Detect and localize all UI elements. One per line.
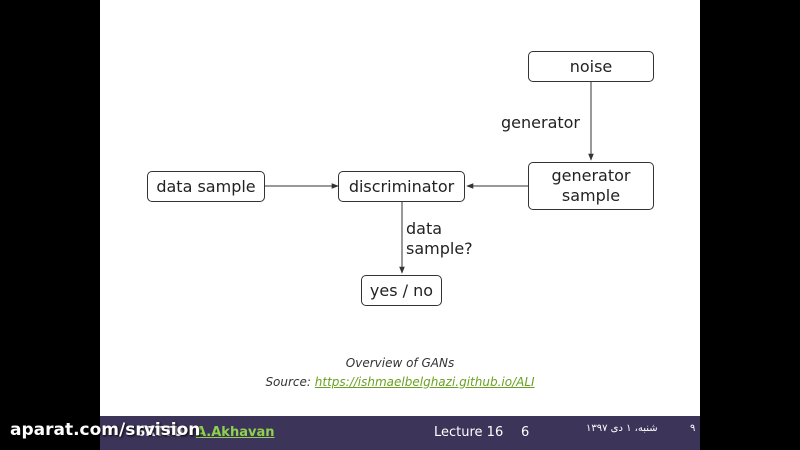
footer-page: 6 (521, 425, 530, 440)
node-noise-label: noise (569, 56, 613, 76)
footer-bar: SRTTU A.Akhavan Lecture 16 6 شنبه، ۱ دی … (100, 416, 700, 450)
caption-source-link[interactable]: https://ishmaelbelghazi.github.io/ALI (314, 375, 535, 389)
node-discriminator: discriminator (338, 171, 465, 202)
node-generator-sample-line2: sample (561, 186, 621, 205)
caption-source-prefix: Source: (265, 375, 315, 389)
edge-label-data-line1: data (406, 219, 443, 238)
node-yes-no-label: yes / no (369, 280, 434, 300)
footer-right-number: ۹ (690, 423, 696, 434)
node-discriminator-label: discriminator (348, 176, 455, 196)
node-generator-sample-line1: generator (551, 166, 631, 185)
node-data-sample-label: data sample (156, 176, 256, 196)
footer-org: SRTTU (136, 425, 184, 440)
edge-label-generator: generator (501, 113, 581, 132)
footer-date: شنبه، ۱ دی ۱۳۹۷ (586, 423, 658, 434)
watermark-text: aparat.com/srvision (10, 420, 201, 440)
node-data-sample: data sample (147, 171, 265, 202)
caption-title: Overview of GANs (345, 356, 455, 370)
edge-label-data-line2: sample? (406, 239, 473, 258)
edge-label-data-sample-question: data sample? (406, 219, 473, 259)
node-noise: noise (528, 51, 654, 82)
caption-source: Source: https://ishmaelbelghazi.github.i… (100, 375, 700, 389)
node-generator-sample: generator sample (528, 162, 654, 210)
footer-author[interactable]: A.Akhavan (196, 425, 275, 440)
node-yes-no: yes / no (361, 275, 442, 306)
footer-lecture: Lecture 16 (434, 425, 504, 440)
